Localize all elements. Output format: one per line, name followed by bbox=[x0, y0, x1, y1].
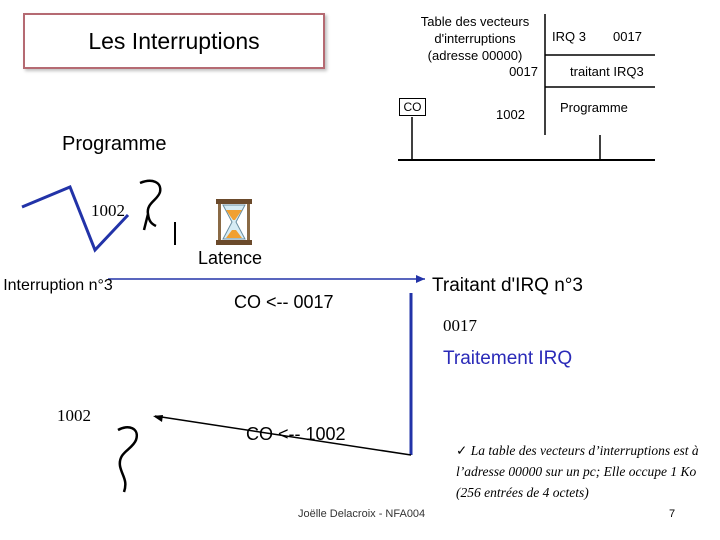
hourglass-icon bbox=[216, 199, 252, 245]
program-flow-curve bbox=[139, 179, 162, 231]
co-load-0017: CO <-- 0017 bbox=[234, 292, 334, 312]
vector-table-addr: 0017 bbox=[509, 64, 538, 79]
programme-memory-label: Programme bbox=[560, 100, 628, 115]
note-text: ✓ La table des vecteurs d’interruptions … bbox=[456, 440, 716, 503]
return-arrow-head bbox=[153, 415, 163, 422]
addr-0017: 0017 bbox=[443, 316, 477, 335]
traitement-irq-label: Traitement IRQ bbox=[443, 348, 573, 369]
traitant-irq-label: Traitant d'IRQ n°3 bbox=[432, 275, 583, 296]
resume-curve bbox=[117, 426, 139, 493]
traitant-label: traitant IRQ3 bbox=[570, 64, 644, 79]
page-number: 7 bbox=[669, 508, 676, 520]
programme-heading: Programme bbox=[62, 133, 167, 155]
vector-table-label: Table des vecteurs d'interruptions (adre… bbox=[420, 14, 530, 63]
co-load-1002: CO <-- 1002 bbox=[246, 424, 346, 444]
program-flow-zigzag bbox=[21, 185, 130, 253]
arrow-to-handler-head bbox=[416, 275, 425, 283]
memory-addr-1002: 1002 bbox=[496, 107, 525, 122]
interruption-label: Interruption n°3 bbox=[3, 277, 113, 294]
slide-title: Les Interruptions bbox=[23, 13, 325, 69]
return-arrow bbox=[154, 415, 412, 456]
irq-addr: 0017 bbox=[613, 29, 642, 44]
checkmark-icon: ✓ bbox=[456, 443, 468, 458]
latence-label: Latence bbox=[198, 248, 263, 268]
co-register: CO bbox=[399, 98, 426, 116]
note-body: La table des vecteurs d’interruptions es… bbox=[456, 443, 699, 500]
addr-1002-top: 1002 bbox=[91, 201, 125, 220]
irq-label: IRQ 3 bbox=[552, 29, 586, 44]
footer-author: Joëlle Delacroix - NFA004 bbox=[298, 508, 426, 520]
addr-1002-bottom: 1002 bbox=[57, 406, 91, 425]
